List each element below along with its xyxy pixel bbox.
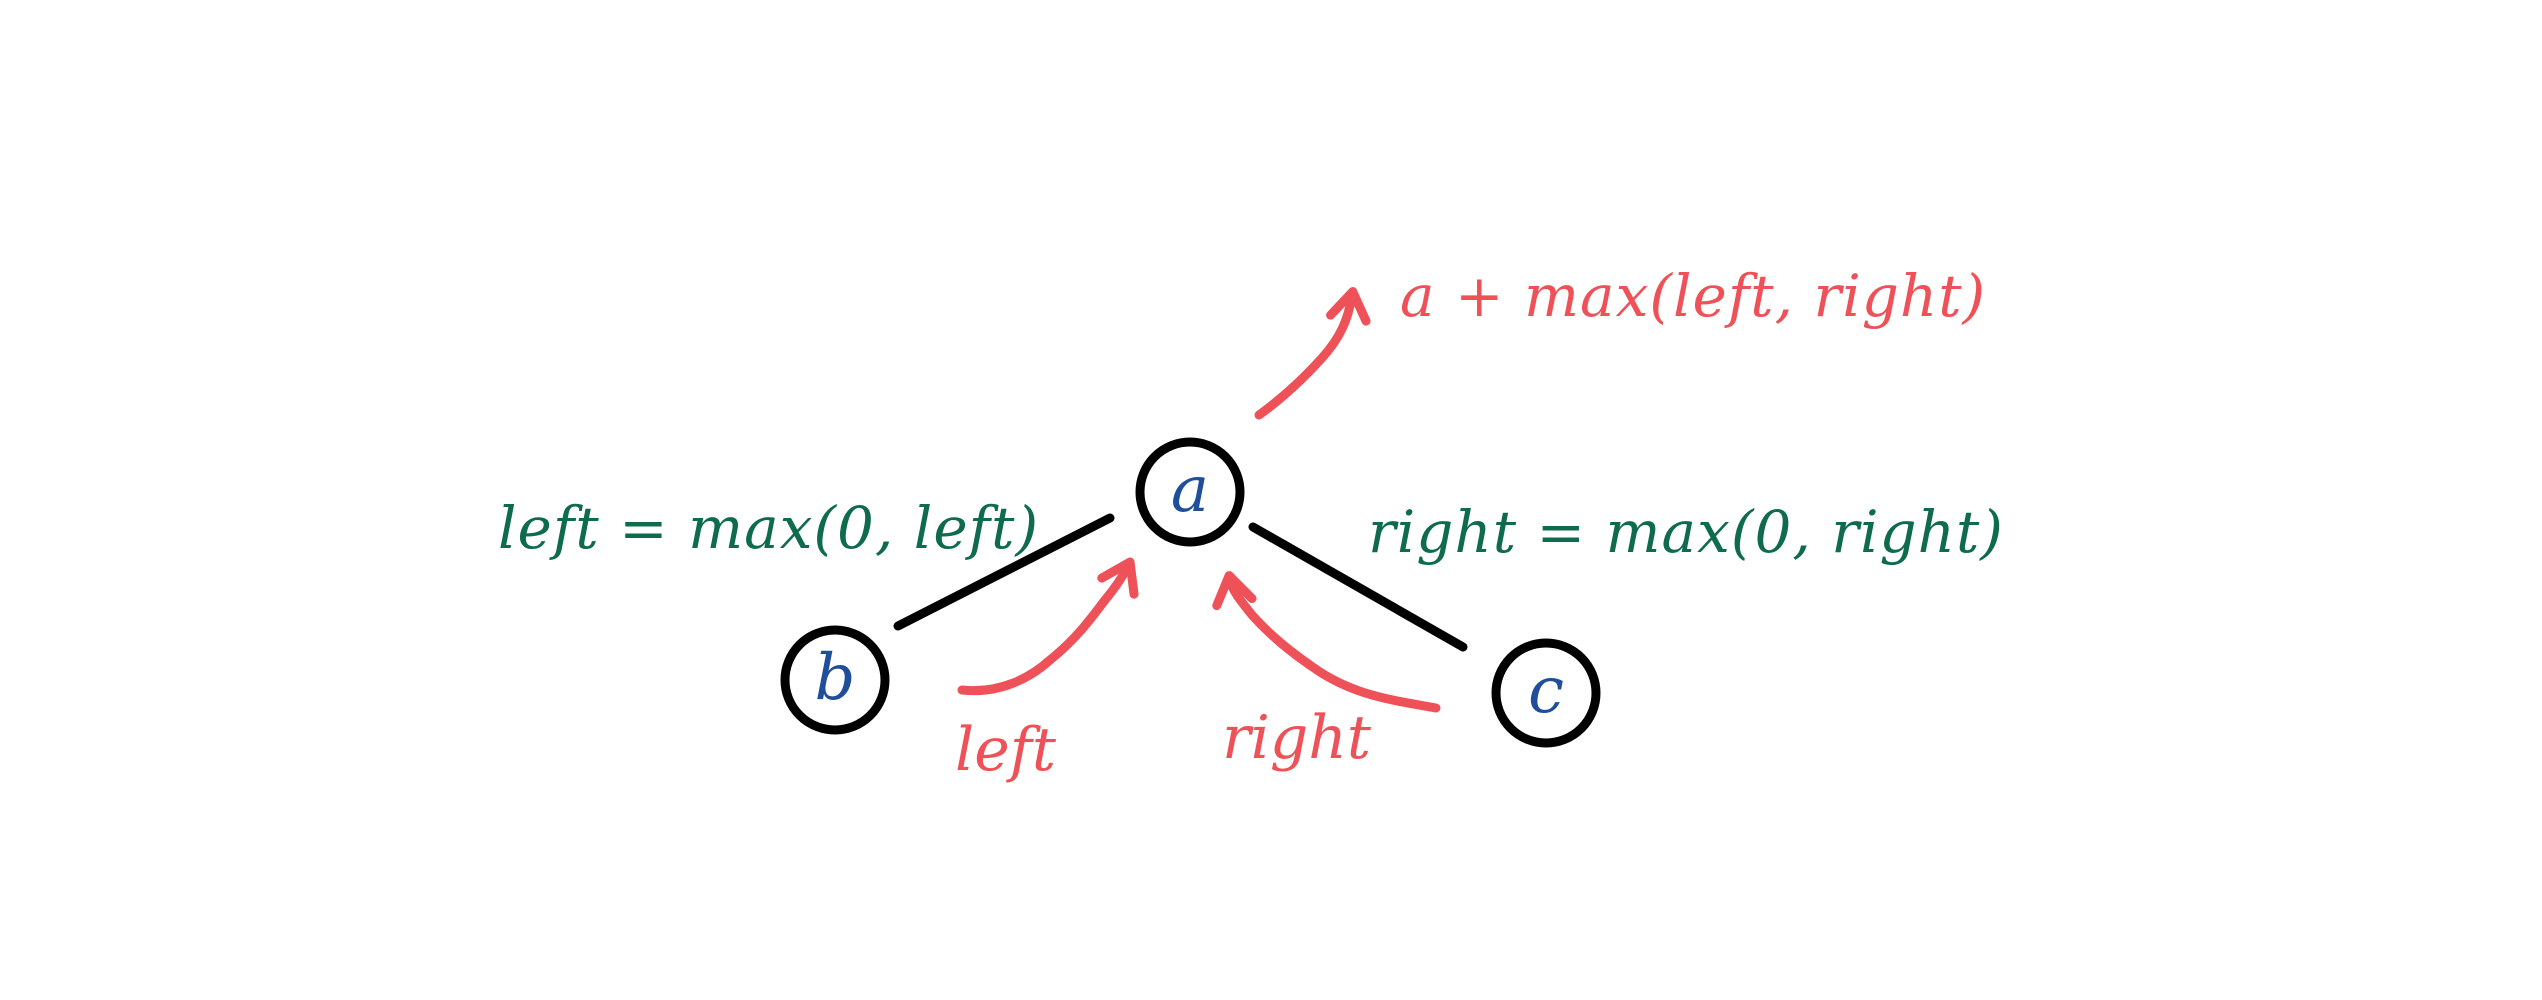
left-flow-label: left xyxy=(955,715,1057,785)
right-flow-arrow xyxy=(1212,571,1441,713)
node-b-label: b xyxy=(815,641,856,715)
left-flow-arrow xyxy=(957,557,1139,696)
return-formula: a + max(left, right) xyxy=(1400,262,1986,330)
right-formula: right = max(0, right) xyxy=(1368,498,2004,566)
left-formula: left = max(0, left) xyxy=(498,494,1039,562)
node-a: a xyxy=(1135,437,1245,547)
node-b: b xyxy=(780,625,890,735)
return-flow-arrow xyxy=(1254,287,1371,420)
edge-a-b xyxy=(893,513,1115,631)
node-a-label: a xyxy=(1171,453,1209,527)
node-c: c xyxy=(1491,638,1601,748)
edge-a-c xyxy=(1248,522,1468,652)
node-c-label: c xyxy=(1528,654,1564,728)
right-flow-label: right xyxy=(1222,703,1372,773)
